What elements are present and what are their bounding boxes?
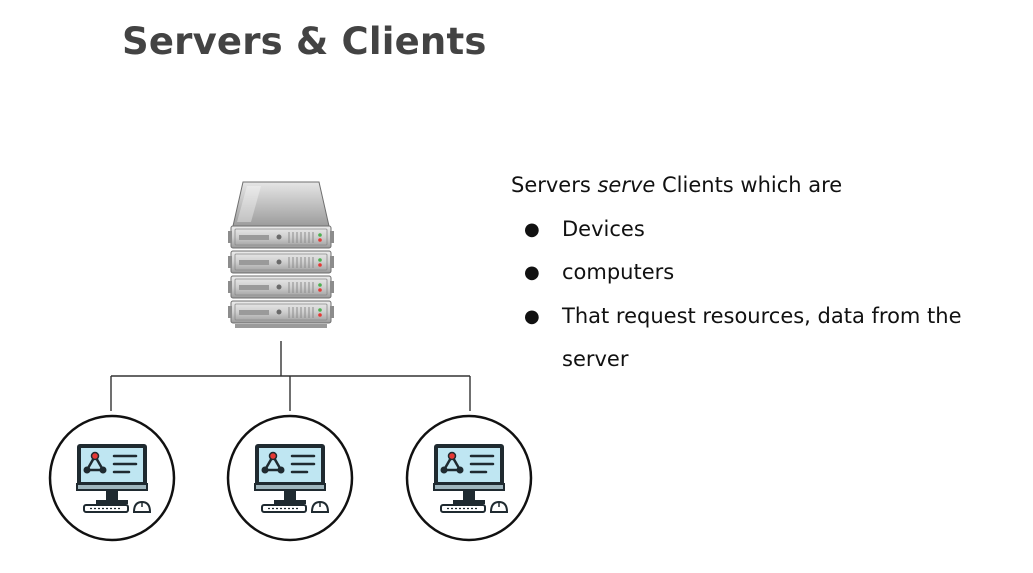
client-node-1: [48, 414, 176, 542]
intro-line: Servers serve Clients which are: [511, 164, 1011, 208]
bullet-marker: ●: [524, 262, 540, 283]
server-rack-icon: [227, 181, 335, 328]
bullet-item: ● Devices: [511, 208, 982, 252]
intro-before: Servers: [511, 173, 598, 197]
intro-after: Clients which are: [655, 173, 843, 197]
slide-body-text: Servers serve Clients which are ● Device…: [511, 164, 1011, 382]
client-node-3: [405, 414, 533, 542]
bullet-marker: ●: [524, 305, 540, 327]
bullet-text: computers: [562, 260, 675, 284]
bullet-text: That request resources, data from the se…: [562, 303, 962, 372]
intro-emphasis: serve: [597, 173, 656, 197]
bullet-item: ● computers: [511, 251, 982, 295]
slide-title: Servers & Clients: [122, 20, 487, 63]
client-node-2: [226, 414, 354, 542]
connection-lines: [110, 341, 471, 411]
bullet-item: ● That request resources, data from the …: [511, 295, 982, 382]
bullet-list: ● Devices ● computers ● That request res…: [511, 208, 1011, 382]
bullet-marker: ●: [524, 218, 540, 240]
bullet-text: Devices: [562, 216, 645, 241]
